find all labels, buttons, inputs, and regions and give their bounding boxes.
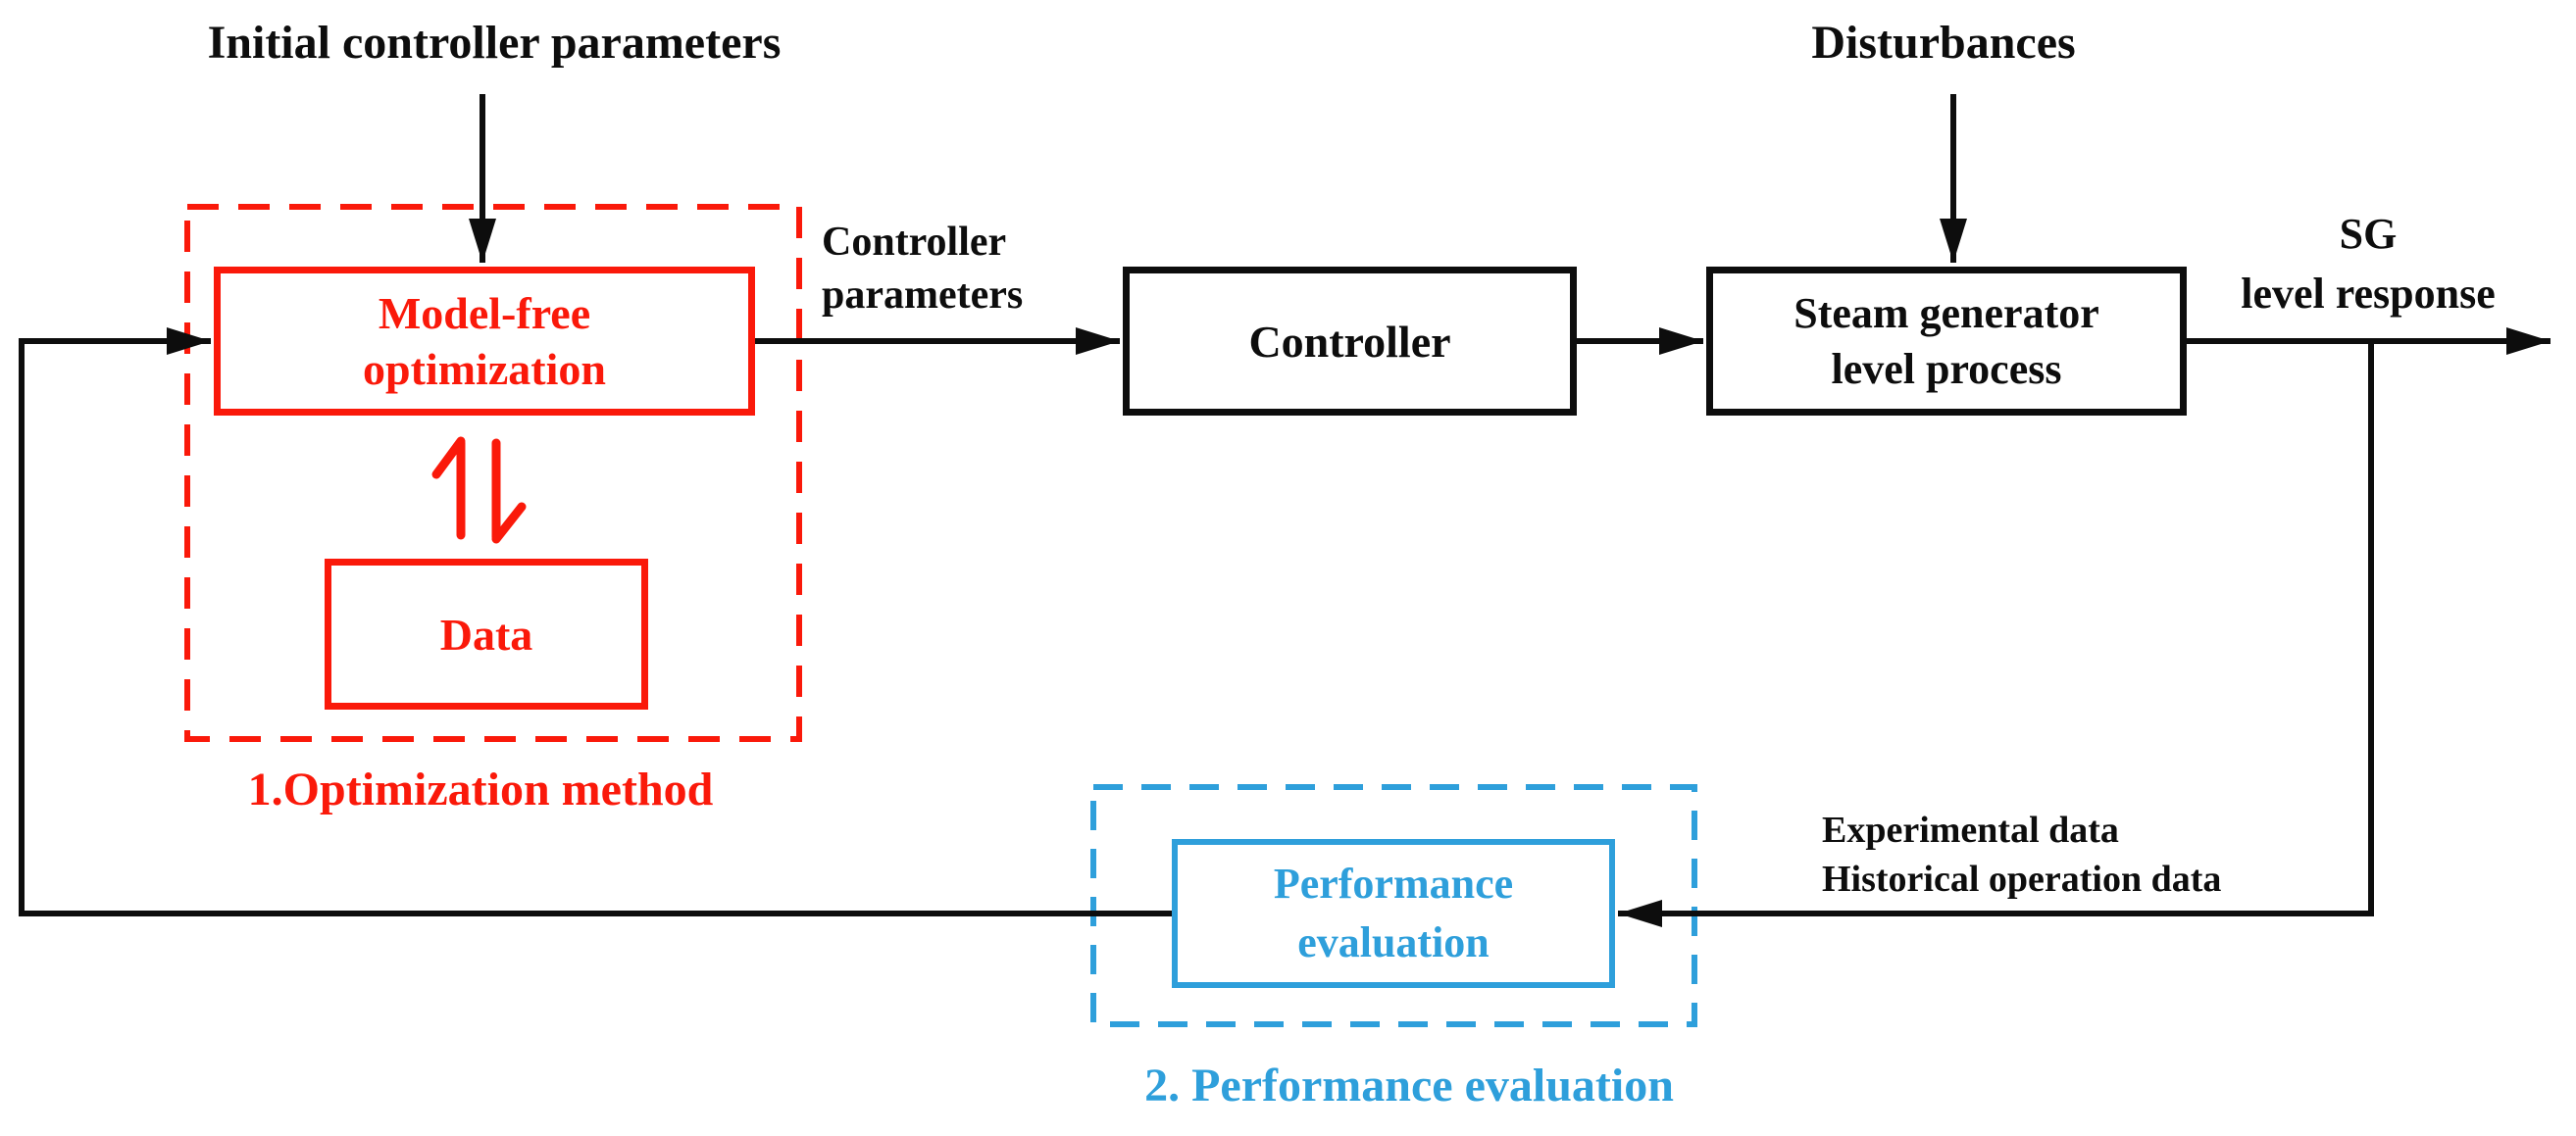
label-disturbances: Disturbances xyxy=(1811,17,2076,69)
arrow-response-branch-to-performance-evaluation xyxy=(1618,341,2374,927)
performance-evaluation-group-outline xyxy=(1090,784,1697,1027)
label-performance-evaluation-group: 2. Performance evaluation xyxy=(1144,1060,1674,1111)
block-data: Data xyxy=(325,559,648,710)
label-experimental-historical-data: Experimental data Historical operation d… xyxy=(1822,810,2222,900)
optimization-method-group-outline xyxy=(184,204,802,742)
block-steam-generator-level-process: Steam generator level process xyxy=(1706,267,2187,416)
arrow-feedback-to-model-free xyxy=(19,327,1172,916)
up-down-exchange-arrows-icon xyxy=(431,436,527,544)
block-performance-evaluation: Performance evaluation xyxy=(1172,839,1615,988)
block-model-free-optimization: Model-free optimization xyxy=(214,267,755,416)
label-controller-parameters: Controller parameters xyxy=(822,220,1024,318)
label-initial-controller-parameters: Initial controller parameters xyxy=(207,17,782,69)
label-sg-level-response: SG level response xyxy=(2241,210,2496,318)
label-optimization-method-group: 1.Optimization method xyxy=(247,764,714,815)
block-controller: Controller xyxy=(1123,267,1577,416)
